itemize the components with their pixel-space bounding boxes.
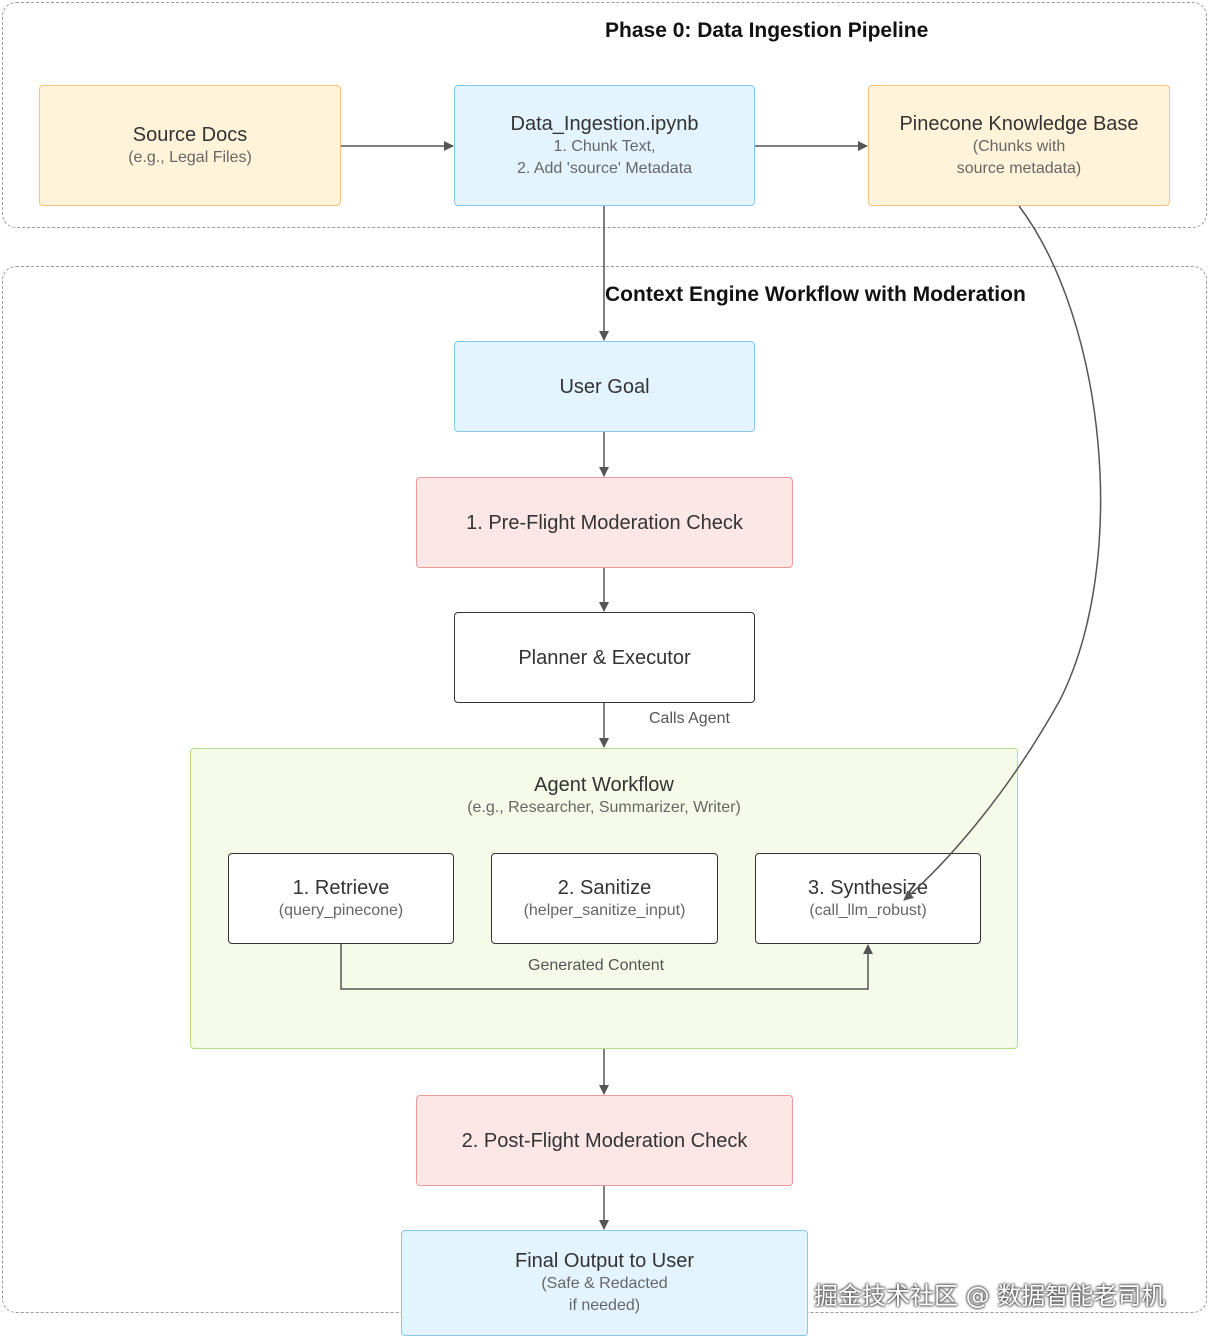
data-ingestion-title: Data_Ingestion.ipynb bbox=[510, 112, 699, 135]
data-ingestion-step2: 2. Add 'source' Metadata bbox=[516, 159, 693, 177]
synthesize-title: 3. Synthesize bbox=[807, 876, 929, 899]
pinecone-title: Pinecone Knowledge Base bbox=[899, 112, 1139, 135]
source-docs-node: Source Docs (e.g., Legal Files) bbox=[39, 85, 341, 206]
user-goal-label: User Goal bbox=[559, 375, 650, 398]
retrieve-title: 1. Retrieve bbox=[292, 876, 390, 899]
calls-agent-label: Calls Agent bbox=[649, 710, 730, 727]
postflight-node: 2. Post-Flight Moderation Check bbox=[416, 1095, 793, 1186]
pinecone-line1: (Chunks with bbox=[972, 137, 1066, 155]
planner-node: Planner & Executor bbox=[454, 612, 755, 703]
synthesize-subtitle: (call_llm_robust) bbox=[809, 901, 927, 919]
source-docs-subtitle: (e.g., Legal Files) bbox=[128, 148, 252, 166]
postflight-label: 2. Post-Flight Moderation Check bbox=[461, 1129, 748, 1152]
watermark: 掘金技术社区 @ 数据智能老司机 bbox=[814, 1282, 1166, 1310]
planner-label: Planner & Executor bbox=[518, 646, 691, 669]
pinecone-node: Pinecone Knowledge Base (Chunks with sou… bbox=[868, 85, 1170, 206]
retrieve-subtitle: (query_pinecone) bbox=[278, 901, 404, 919]
final-output-node: Final Output to User (Safe & Redacted if… bbox=[401, 1230, 808, 1336]
preflight-label: 1. Pre-Flight Moderation Check bbox=[466, 511, 743, 534]
data-ingestion-node: Data_Ingestion.ipynb 1. Chunk Text, 2. A… bbox=[454, 85, 755, 206]
pinecone-line2: source metadata) bbox=[956, 159, 1082, 177]
final-output-title: Final Output to User bbox=[515, 1250, 694, 1272]
engine-title: Context Engine Workflow with Moderation bbox=[605, 283, 1026, 306]
final-output-line1: (Safe & Redacted bbox=[541, 1275, 668, 1292]
synthesize-node: 3. Synthesize (call_llm_robust) bbox=[755, 853, 981, 944]
user-goal-node: User Goal bbox=[454, 341, 755, 432]
generated-content-label: Generated Content bbox=[528, 957, 665, 974]
retrieve-node: 1. Retrieve (query_pinecone) bbox=[228, 853, 454, 944]
phase0-title: Phase 0: Data Ingestion Pipeline bbox=[605, 19, 929, 42]
sanitize-subtitle: (helper_sanitize_input) bbox=[523, 901, 686, 919]
sanitize-node: 2. Sanitize (helper_sanitize_input) bbox=[491, 853, 718, 944]
data-ingestion-step1: 1. Chunk Text, bbox=[553, 137, 656, 155]
agent-workflow-title: Agent Workflow bbox=[534, 774, 674, 796]
preflight-node: 1. Pre-Flight Moderation Check bbox=[416, 477, 793, 568]
final-output-line2: if needed) bbox=[568, 1297, 641, 1314]
source-docs-title: Source Docs bbox=[132, 123, 248, 146]
agent-workflow-subtitle: (e.g., Researcher, Summarizer, Writer) bbox=[467, 799, 741, 816]
sanitize-title: 2. Sanitize bbox=[557, 876, 652, 899]
